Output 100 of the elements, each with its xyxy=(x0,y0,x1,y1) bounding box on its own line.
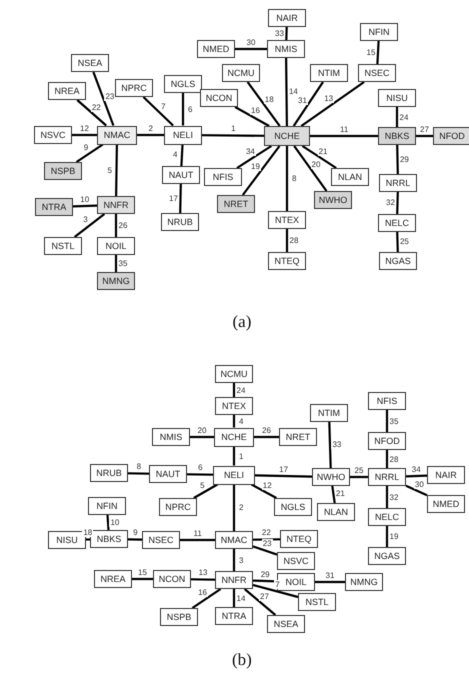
connector-line xyxy=(315,580,345,584)
node-box: NFOD xyxy=(433,127,469,145)
edge-label: 16 xyxy=(197,588,208,598)
node-box: NMAC xyxy=(97,126,137,144)
edge-label: 21 xyxy=(334,489,346,498)
edge-label: 30 xyxy=(414,480,425,489)
edge-label: 15 xyxy=(137,568,148,576)
edge-label: 3 xyxy=(82,215,89,224)
node-box: NELC xyxy=(378,214,416,232)
edge-label: 12 xyxy=(79,124,90,132)
node-box: NLAN xyxy=(331,168,369,186)
node-box: NSVC xyxy=(277,552,315,570)
edge-label: 24 xyxy=(236,386,246,394)
connector-line xyxy=(386,486,388,508)
node-box: NGLS xyxy=(274,498,312,516)
edge-label: 34 xyxy=(410,464,422,474)
connector-line xyxy=(132,578,153,580)
connector-line xyxy=(331,486,336,504)
connector-line xyxy=(293,145,328,192)
edge-label: 6 xyxy=(187,104,194,114)
edge-label: 35 xyxy=(388,416,400,426)
edge-label: 31 xyxy=(297,96,308,105)
connector-line xyxy=(246,81,281,127)
connector-line xyxy=(285,26,288,40)
connector-line xyxy=(302,145,337,169)
node-box: NCON xyxy=(153,570,191,588)
node-box: NNFR xyxy=(97,196,135,214)
node-box: NTEQ xyxy=(268,252,306,270)
node-box: NOIL xyxy=(97,237,135,255)
edge-label: 3 xyxy=(238,556,244,564)
connector-line xyxy=(406,484,428,496)
edge-label: 18 xyxy=(82,528,94,537)
connector-line xyxy=(396,192,399,214)
connector-line xyxy=(386,450,388,468)
connector-line xyxy=(180,144,184,166)
node-box: NSEA xyxy=(267,615,305,633)
edge-label: 4 xyxy=(238,416,244,426)
node-box: NCMU xyxy=(215,365,253,383)
node-box: NRRL xyxy=(379,174,417,192)
edge-label: 31 xyxy=(324,570,336,580)
edge-label: 26 xyxy=(118,221,128,230)
node-box: NGAS xyxy=(368,547,406,565)
connector-line xyxy=(285,58,288,126)
edge-label: 22 xyxy=(90,102,102,112)
connector-line xyxy=(76,99,107,126)
connector-line xyxy=(254,474,312,478)
edge-label: 32 xyxy=(388,492,400,502)
edge-label: 14 xyxy=(236,594,246,602)
node-box: NELI xyxy=(164,126,202,144)
node-box: NMED xyxy=(427,495,465,513)
edge-label: 21 xyxy=(318,146,328,156)
node-box: NMAC xyxy=(215,531,253,549)
connector-line xyxy=(86,538,90,541)
connector-line xyxy=(232,484,236,531)
edge-label: 2 xyxy=(238,503,244,512)
connector-line xyxy=(406,474,428,478)
node-box: NRET xyxy=(279,428,317,446)
connector-line xyxy=(376,40,380,64)
edge-label: 24 xyxy=(398,112,410,122)
node-box: NSVC xyxy=(34,126,72,144)
edge-label: 12 xyxy=(262,480,273,490)
node-box: NCHE xyxy=(214,428,254,446)
node-box: NELI xyxy=(213,466,255,484)
connector-line xyxy=(137,134,164,136)
node-box: NTRA xyxy=(35,198,73,216)
connector-line xyxy=(396,232,399,252)
node-box: NRUB xyxy=(90,464,128,482)
connector-line xyxy=(232,549,236,571)
connector-line xyxy=(396,107,398,127)
connector-line xyxy=(328,422,332,468)
node-box: NRET xyxy=(217,195,255,213)
edge-label: 19 xyxy=(388,532,400,541)
node-box: NCMU xyxy=(222,64,260,82)
edge-label: 30 xyxy=(246,38,256,46)
connector-line xyxy=(72,204,98,208)
connector-line xyxy=(115,144,118,196)
node-box: NSTL xyxy=(298,593,336,611)
edge-label: 29 xyxy=(398,154,410,164)
node-box: NSEC xyxy=(358,64,396,82)
connector-line xyxy=(232,446,236,466)
node-box: NSPB xyxy=(44,162,82,180)
edge-label: 29 xyxy=(260,570,271,578)
edge-label: 7 xyxy=(160,102,167,111)
node-box: NLAN xyxy=(317,503,355,521)
edge-label: 26 xyxy=(261,426,272,434)
node-box: NGAS xyxy=(379,252,417,270)
edge-label: 15 xyxy=(366,48,376,57)
connector-line xyxy=(244,588,276,616)
node-box: NRUB xyxy=(161,213,199,231)
edge-label: 11 xyxy=(192,528,203,538)
node-box: NAIR xyxy=(268,9,306,27)
node-box: NCON xyxy=(200,89,238,107)
node-box: NSPB xyxy=(160,608,198,626)
connector-line xyxy=(386,526,388,547)
node-box: NREA xyxy=(48,82,86,100)
connector-line xyxy=(252,538,280,541)
edge-label: 13 xyxy=(323,94,334,103)
connector-line xyxy=(416,134,433,138)
edge-label: 35 xyxy=(118,259,128,268)
edge-label: 4 xyxy=(172,150,178,160)
